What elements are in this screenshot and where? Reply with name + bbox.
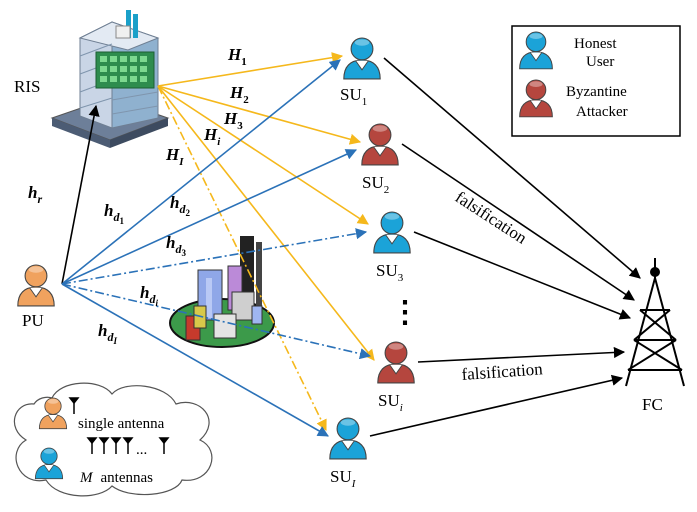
legend-byzantine-line2: Attacker xyxy=(576,104,628,120)
su-2-label: SU2 xyxy=(362,173,389,196)
su-I-label: SUI xyxy=(330,467,357,490)
legend-honest-line1: Honest xyxy=(574,36,617,52)
single-antenna-icon xyxy=(68,397,80,414)
pu-label: PU xyxy=(22,311,44,330)
user-type-legend: Honest User Byzantine Attacker xyxy=(511,25,681,137)
su-2: SU2 xyxy=(361,123,399,196)
ris-label: RIS xyxy=(14,77,40,96)
legend-honest-line2: User xyxy=(586,54,614,70)
falsification-label-2: falsification xyxy=(461,359,544,384)
ris-building xyxy=(50,10,170,148)
channel-hdI: hdI xyxy=(98,321,117,346)
fc-label: FC xyxy=(642,395,663,414)
multi-antenna-icon xyxy=(86,437,170,454)
channel-H1: H1 xyxy=(227,45,247,68)
channel-hd2: hd2 xyxy=(170,193,190,218)
direct-links xyxy=(61,59,372,437)
channel-labels: H1 H2 H3 Hi HI hr hd1 hd2 hd3 hdi hdI xyxy=(28,45,249,346)
channel-Hi: Hi xyxy=(203,125,221,148)
su-I: SUI xyxy=(329,417,367,490)
channel-hr: hr xyxy=(28,183,42,206)
honest-user-icon xyxy=(373,211,411,254)
channel-HI: HI xyxy=(165,145,184,168)
legend-byzantine-line1: Byzantine xyxy=(566,84,627,100)
su-1-label: SU1 xyxy=(340,85,367,108)
primary-user xyxy=(17,264,55,307)
su-1: SU1 xyxy=(340,37,381,108)
report-links xyxy=(369,57,641,437)
channel-hd1: hd1 xyxy=(104,201,124,226)
legend-antenna-dots: ... xyxy=(136,442,147,458)
su-3-label: SU3 xyxy=(376,261,404,284)
pu-to-ris-link xyxy=(61,104,100,285)
su-3: SU3 xyxy=(373,211,411,284)
fusion-center-tower-icon xyxy=(625,258,685,387)
su-i: SUi xyxy=(377,341,415,414)
honest-user-icon xyxy=(343,37,381,80)
byzantine-attacker-icon xyxy=(377,341,415,384)
honest-user-icon xyxy=(329,417,367,460)
channel-H3: H3 xyxy=(223,109,243,132)
falsification-label-1: falsification xyxy=(452,187,531,247)
legend-single-antenna: single antenna xyxy=(78,416,165,432)
channel-H2: H2 xyxy=(229,83,249,106)
su-i-label: SUi xyxy=(378,391,403,414)
channel-hd3: hd3 xyxy=(166,233,186,258)
byzantine-attacker-icon xyxy=(361,123,399,166)
city-obstacle-icon xyxy=(169,236,275,348)
ris-reflected-links xyxy=(157,52,375,432)
su-ellipsis: ⋮ xyxy=(390,296,420,329)
channel-hdi: hdi xyxy=(140,283,158,308)
